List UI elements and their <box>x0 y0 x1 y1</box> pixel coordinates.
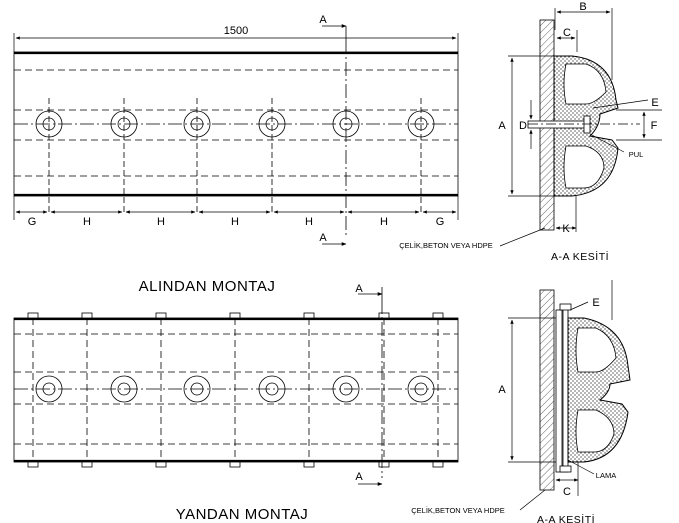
dim-k-label: K <box>562 223 570 235</box>
section-mark-label: A <box>319 232 327 244</box>
bolt <box>527 120 587 129</box>
upper-cavity <box>575 327 617 373</box>
bolt-head <box>81 461 93 468</box>
spacing-label-g: G <box>28 216 37 228</box>
lower-cavity <box>563 145 605 189</box>
bolt-hole <box>332 110 360 138</box>
top-view-title: ALINDAN MONTAJ <box>139 278 276 295</box>
bolt-holes-top <box>35 98 435 214</box>
section-marker-top-a: A <box>355 283 383 300</box>
material-label-bottom: ÇELİK,BETON VEYA HDPE <box>411 506 505 515</box>
bolt-head <box>27 461 39 468</box>
bolt-head <box>432 461 444 468</box>
lower-cavity <box>575 409 615 453</box>
spacing-label-h: H <box>231 216 239 228</box>
lama-label: LAMA <box>596 471 616 480</box>
edge-bolts-top <box>27 312 444 319</box>
section-mark-label: A <box>319 14 327 26</box>
bolt-head <box>303 312 315 319</box>
pul-label: PUL <box>629 150 644 159</box>
top-section-view: B C A D E F PUL <box>399 1 662 263</box>
face-hole <box>110 375 138 403</box>
spacing-label-h: H <box>380 216 388 228</box>
spacing-label-g: G <box>436 216 445 228</box>
section-marker-top-a: A <box>319 14 347 40</box>
washer <box>583 115 591 134</box>
section-marker-bottom-a: A <box>319 232 347 246</box>
spacing-label-h: H <box>157 216 165 228</box>
bolt-head <box>155 461 167 468</box>
bolt-head <box>229 312 241 319</box>
bottom-plan-view: A <box>13 283 459 523</box>
bolt-head <box>378 461 390 468</box>
top-section-title: A-A KESİTİ <box>551 250 609 263</box>
dim-e-label: E <box>592 297 599 309</box>
bolt-head <box>229 461 241 468</box>
material-label-top: ÇELİK,BETON VEYA HDPE <box>399 241 493 250</box>
bolt-head <box>378 312 390 319</box>
bolt-hole <box>110 98 138 214</box>
dim-e-label: E <box>651 97 658 109</box>
face-holes-bottom <box>35 375 435 403</box>
dim-f-label: F <box>651 120 658 132</box>
bottom-section-view: E A LAMA C ÇELİK,BETON VEYA HDPE A-A KES… <box>411 280 631 523</box>
bolt-head <box>155 312 167 319</box>
dim-b-label: B <box>579 1 586 13</box>
bolt-hole <box>35 98 63 214</box>
section-mark-label: A <box>355 283 363 295</box>
wall-plate <box>539 289 555 491</box>
dim-c-label: C <box>563 27 571 39</box>
spacing-label-h: H <box>305 216 313 228</box>
bolt-head <box>432 312 444 319</box>
spacing-label-h: H <box>83 216 91 228</box>
bolt-head <box>303 461 315 468</box>
face-hole <box>258 375 286 403</box>
bolt-hole <box>183 98 211 214</box>
face-hole <box>332 375 360 403</box>
bolt-head-top <box>559 303 572 311</box>
dim-a-label: A <box>498 120 506 132</box>
dim-a-label: A <box>498 384 506 396</box>
length-label: 1500 <box>224 25 248 37</box>
bolt-head <box>81 312 93 319</box>
section-marker-bottom-a: A <box>355 471 383 486</box>
upper-cavity <box>563 63 607 105</box>
dim-c-label: C <box>563 486 571 498</box>
section-mark-label: A <box>355 471 363 483</box>
face-hole <box>35 375 63 403</box>
edge-bolts-bottom <box>27 461 444 468</box>
bottom-view-title: YANDAN MONTAJ <box>176 506 309 523</box>
bolt-head-bottom <box>559 465 572 473</box>
bottom-section-title: A-A KESİTİ <box>537 513 595 523</box>
bolt-hole <box>407 98 435 214</box>
lama-strip <box>555 309 563 473</box>
top-plan-view: 1500 A <box>13 14 459 295</box>
dim-d-label: D <box>519 120 527 132</box>
vertical-bolt <box>562 305 569 473</box>
spacing-dimension-chain: G H H H H H G <box>13 196 459 228</box>
face-hole <box>183 375 211 403</box>
fender-outline <box>13 317 459 463</box>
bolt-head <box>27 312 39 319</box>
face-hole <box>407 375 435 403</box>
bolt-hole <box>258 98 286 214</box>
